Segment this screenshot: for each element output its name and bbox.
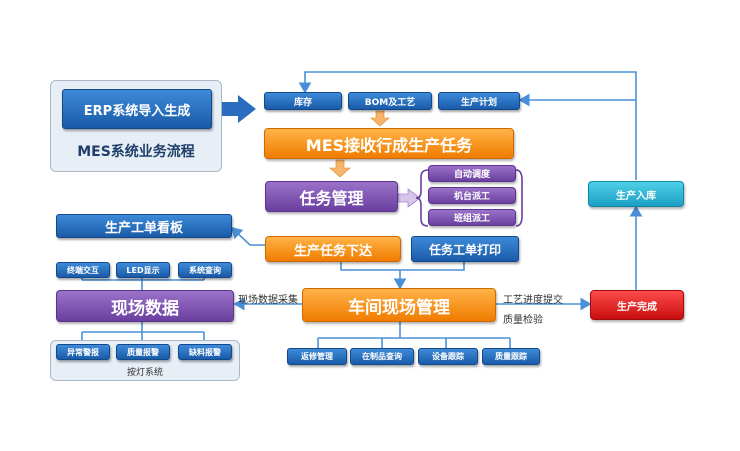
shop-bottom-branches [317, 322, 511, 348]
production-plan-box: 生产计划 [438, 92, 520, 110]
andon-caption: 按灯系统 [126, 368, 163, 378]
team-dispatch-box: 班组派工 [428, 209, 516, 226]
bom-process-box: BOM及工艺 [348, 92, 432, 110]
dispatch-brace [415, 169, 429, 227]
auto-dispatch-box: 自动调度 [428, 165, 516, 182]
erp-caption: MES系统业务流程 [77, 144, 195, 160]
shop-floor-management-box: 车间现场管理 [302, 288, 496, 322]
machine-dispatch-box: 机台派工 [428, 187, 516, 204]
wip-query-box: 在制品查询 [350, 348, 414, 365]
field-bottom-branches [81, 322, 205, 344]
issue-to-kanban [230, 226, 265, 246]
system-query-box: 系统查询 [178, 262, 232, 278]
material-shortage-alarm-box: 缺料报警 [178, 344, 232, 360]
quality-inspection-label: 质量检验 [503, 315, 543, 326]
production-complete-box: 生产完成 [590, 290, 684, 320]
inventory-box: 库存 [264, 92, 342, 110]
equipment-tracking-box: 设备跟踪 [418, 348, 478, 365]
quality-tracking-box: 质量跟踪 [482, 348, 540, 365]
task-to-dispatch-arrow [397, 188, 421, 208]
work-order-kanban-box: 生产工单看板 [56, 214, 232, 238]
rework-management-box: 返修管理 [287, 348, 347, 365]
task-management-box: 任务管理 [265, 181, 398, 212]
process-progress-label: 工艺进度提交 [503, 295, 563, 306]
mes-receive-task-box: MES接收行成生产任务 [264, 128, 514, 159]
loop-line-right [298, 71, 637, 180]
issue-to-shop [340, 262, 465, 271]
field-collection-label: 现场数据采集 [238, 295, 298, 306]
task-issue-box: 生产任务下达 [265, 236, 401, 262]
exception-alarm-box: 异常警报 [56, 344, 110, 360]
down-arrow-mid [329, 159, 351, 178]
dispatch-brace-right [515, 169, 523, 227]
terminal-interaction-box: 终端交互 [56, 262, 110, 278]
erp-arrow [222, 95, 256, 123]
erp-import-box: ERP系统导入生成 [62, 89, 212, 129]
field-top-branches [81, 278, 205, 290]
task-print-box: 任务工单打印 [411, 236, 519, 262]
production-warehouse-box: 生产入库 [588, 181, 684, 207]
led-display-box: LED显示 [116, 262, 170, 278]
field-data-box: 现场数据 [56, 290, 234, 322]
quality-alarm-box: 质量报警 [116, 344, 170, 360]
down-arrow-top [370, 110, 390, 127]
